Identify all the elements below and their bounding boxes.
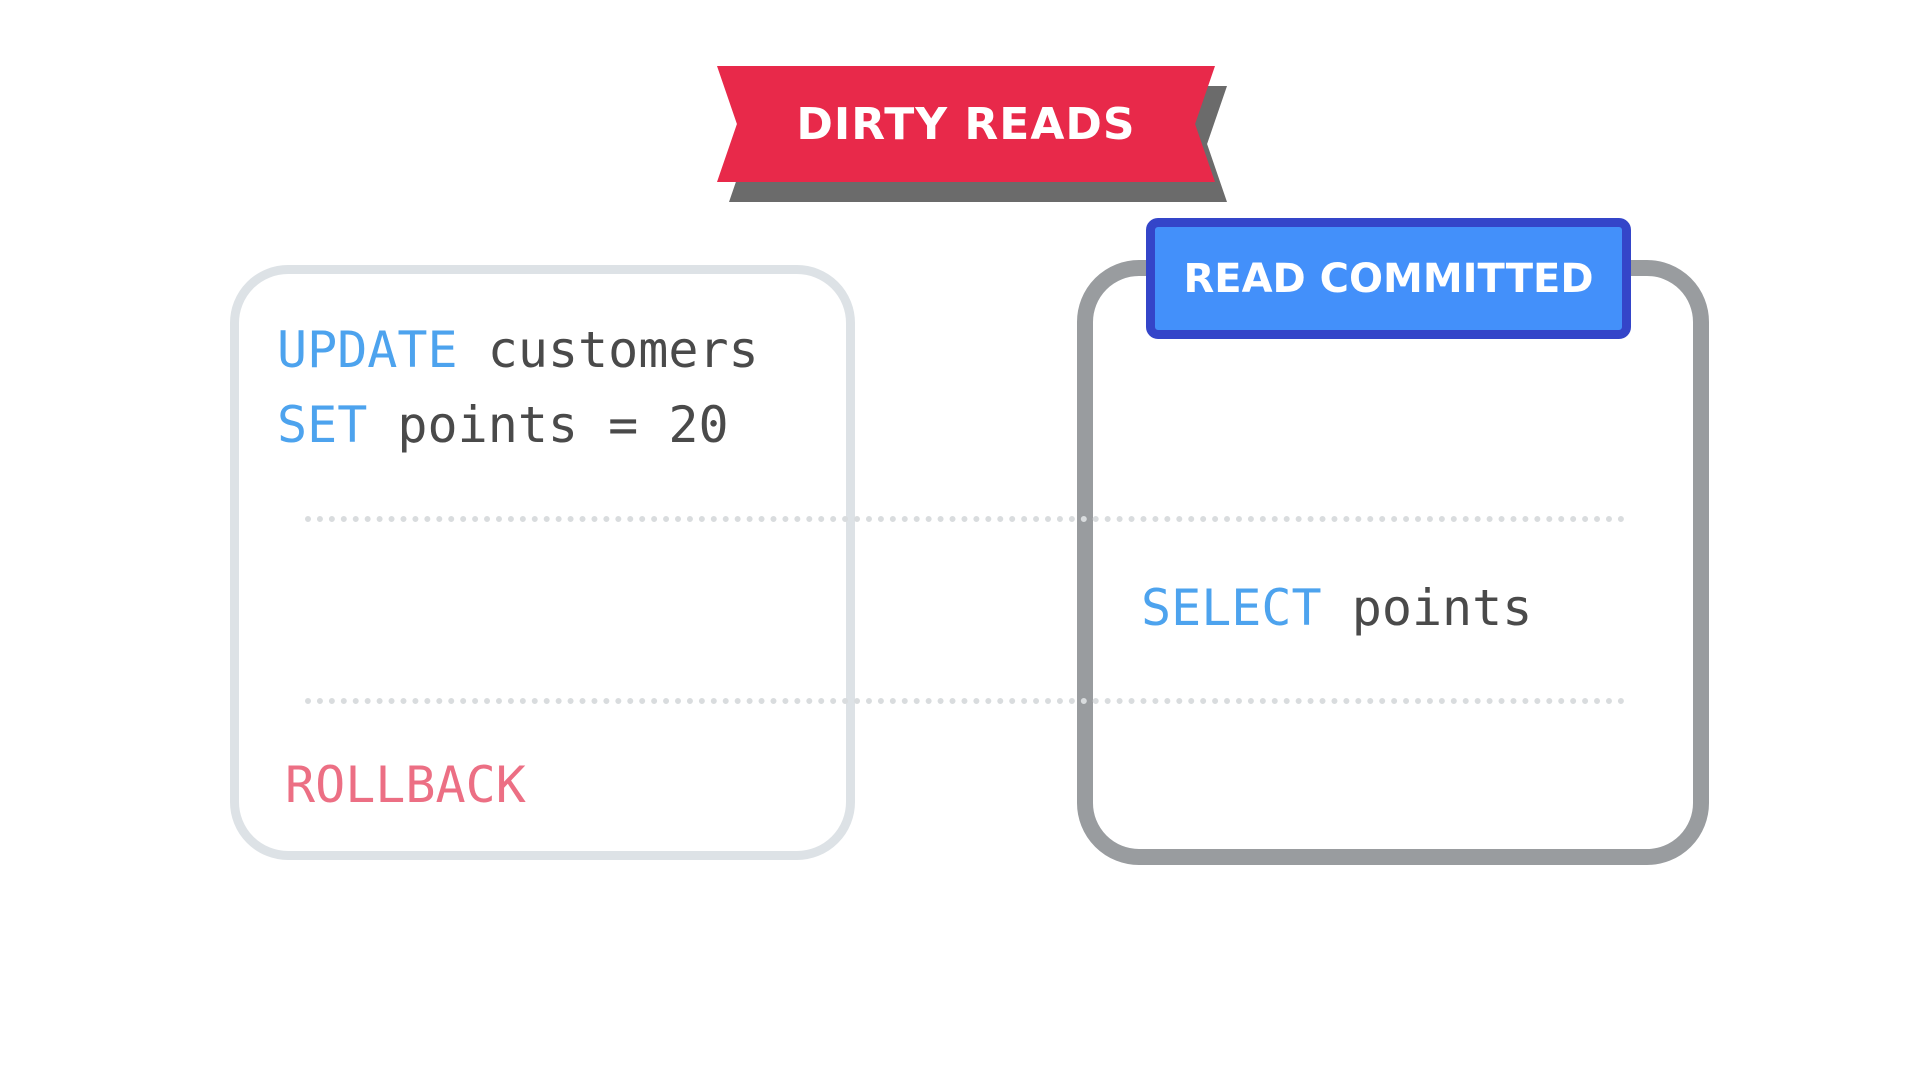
rollback-statement: ROLLBACK — [285, 756, 526, 814]
select-column: points — [1351, 579, 1533, 637]
set-statement: SET points = 20 — [277, 400, 729, 450]
isolation-level-badge: READ COMMITTED — [1146, 218, 1631, 339]
set-keyword: SET — [277, 396, 368, 454]
page-title: DIRTY READS — [796, 98, 1136, 150]
timeline-separator-2 — [305, 698, 1625, 704]
transaction-2-box — [1077, 260, 1709, 865]
update-table: customers — [487, 321, 759, 379]
timeline-separator-1 — [305, 516, 1625, 522]
set-expression: points = 20 — [397, 396, 729, 454]
update-keyword: UPDATE — [277, 321, 458, 379]
select-keyword: SELECT — [1141, 579, 1322, 637]
transaction-1-box — [230, 265, 855, 860]
title-ribbon-banner: DIRTY READS — [717, 66, 1215, 182]
update-statement: UPDATE customers — [277, 325, 759, 375]
title-ribbon: DIRTY READS — [717, 66, 1227, 202]
isolation-level-label: READ COMMITTED — [1183, 255, 1594, 302]
select-statement: SELECT points — [1141, 583, 1532, 633]
